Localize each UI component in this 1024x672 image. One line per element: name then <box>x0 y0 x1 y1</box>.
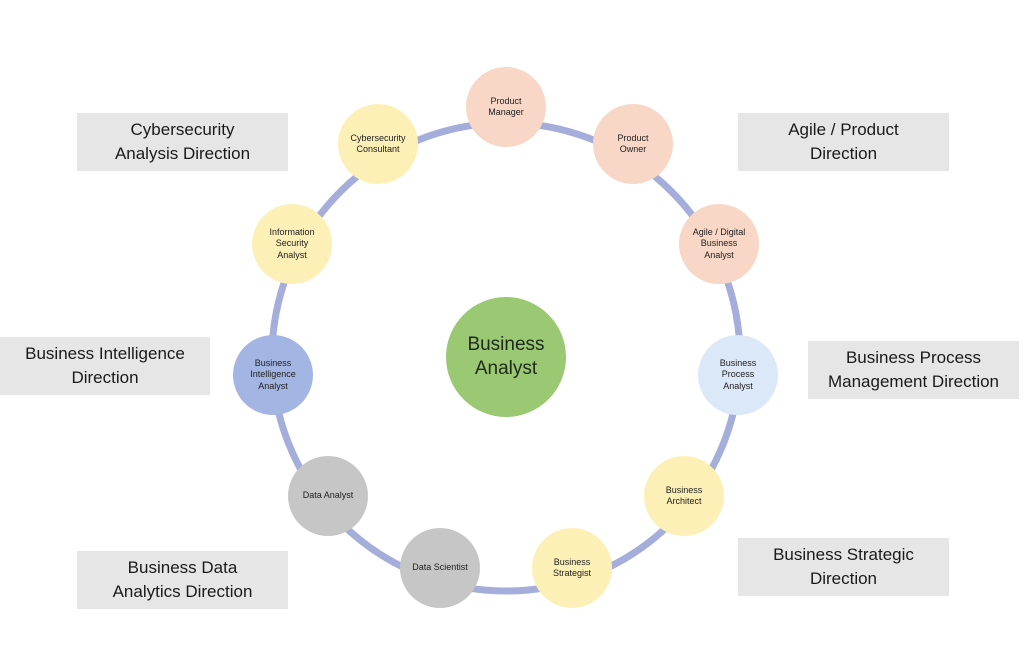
role-product-owner: Product Owner <box>593 104 673 184</box>
role-product-manager: Product Manager <box>466 67 546 147</box>
direction-cybersecurity: Cybersecurity Analysis Direction <box>77 113 288 171</box>
role-data-scientist: Data Scientist <box>400 528 480 608</box>
center-business-analyst: Business Analyst <box>446 297 566 417</box>
role-data-analyst: Data Analyst <box>288 456 368 536</box>
role-business-intelligence-analyst: Business Intelligence Analyst <box>233 335 313 415</box>
role-information-security-analyst: Information Security Analyst <box>252 204 332 284</box>
role-business-strategist: Business Strategist <box>532 528 612 608</box>
role-business-architect: Business Architect <box>644 456 724 536</box>
role-agile-digital-business-analyst: Agile / Digital Business Analyst <box>679 204 759 284</box>
direction-business-intelligence: Business Intelligence Direction <box>0 337 210 395</box>
direction-business-process: Business Process Management Direction <box>808 341 1019 399</box>
role-business-process-analyst: Business Process Analyst <box>698 335 778 415</box>
direction-business-data-analytics: Business Data Analytics Direction <box>77 551 288 609</box>
direction-agile-product: Agile / Product Direction <box>738 113 949 171</box>
direction-business-strategic: Business Strategic Direction <box>738 538 949 596</box>
role-cybersecurity-consultant: Cybersecurity Consultant <box>338 104 418 184</box>
